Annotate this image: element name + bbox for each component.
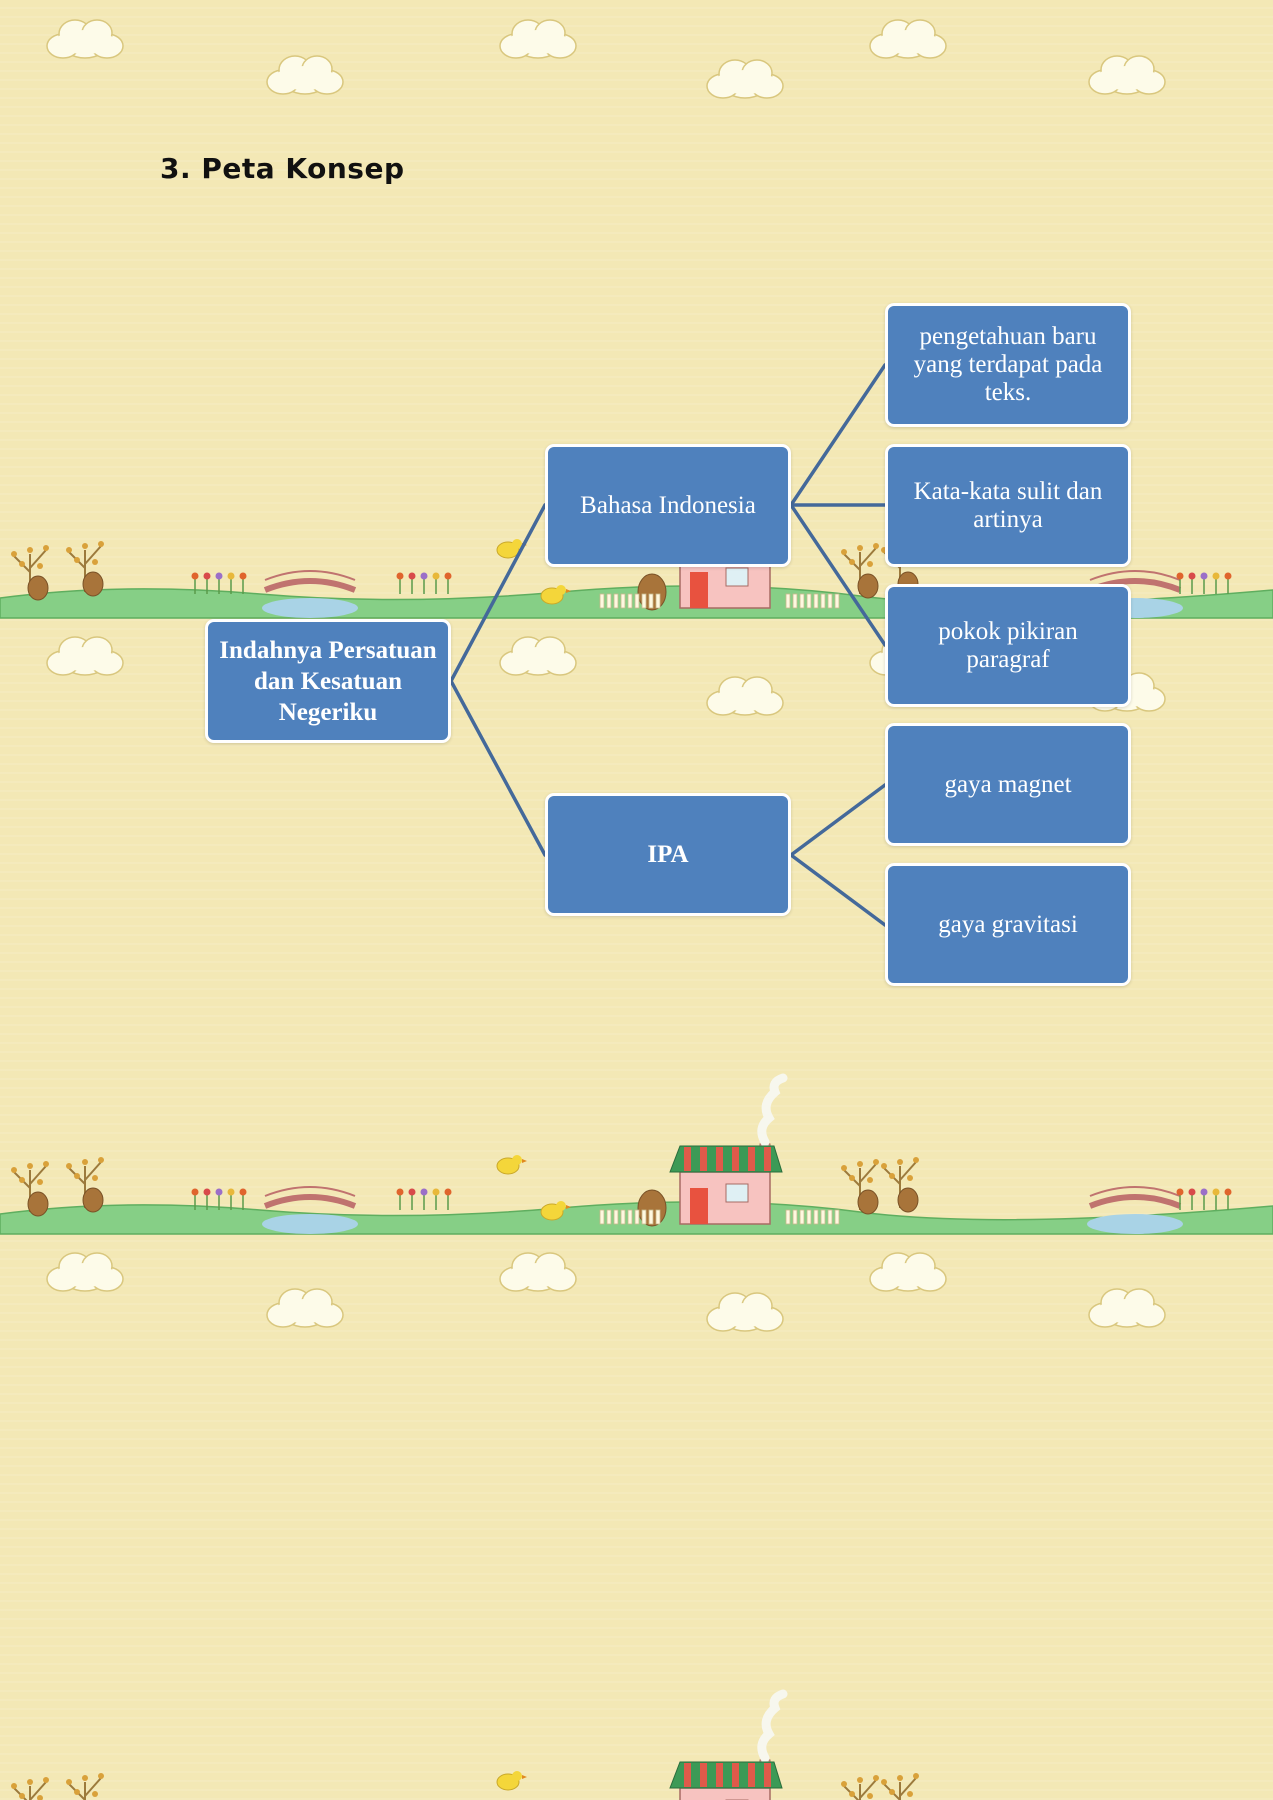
cloud-icon <box>46 636 124 676</box>
leaf-node-gaya-magnet: gaya magnet <box>885 723 1131 846</box>
tree-icon <box>11 1161 49 1217</box>
tree-icon <box>11 545 49 601</box>
cloud-icon <box>706 59 784 99</box>
cloud-icon <box>499 19 577 59</box>
tree-icon <box>881 1157 919 1213</box>
tree-icon <box>881 1773 919 1800</box>
bridge-icon <box>262 570 358 618</box>
bird-icon <box>496 1771 527 1791</box>
cloud-icon <box>869 19 947 59</box>
cloud-icon <box>706 676 784 716</box>
leaf-node-gaya-gravitasi: gaya gravitasi <box>885 863 1131 986</box>
branch-node-ipa: IPA <box>545 793 791 916</box>
cloud-icon <box>499 636 577 676</box>
cloud-icon <box>46 1252 124 1292</box>
tree-icon <box>841 1775 879 1800</box>
leaf-node-pokok-pikiran: pokok pikiran paragraf <box>885 584 1131 707</box>
cloud-icon <box>266 1288 344 1328</box>
house-icon <box>599 1073 840 1227</box>
tree-icon <box>66 1157 104 1213</box>
cloud-icon <box>46 19 124 59</box>
connector-root-ipa <box>449 679 547 857</box>
connector-ipa-magnet <box>789 783 887 857</box>
cloud-icon <box>499 1252 577 1292</box>
connector-bahasa-pengetahuan <box>789 363 887 507</box>
leaf-node-kata-kata-sulit: Kata-kata sulit dan artinya <box>885 444 1131 567</box>
root-node: Indahnya Persatuan dan Kesatuan Negeriku <box>205 619 451 743</box>
bird-icon <box>496 1155 527 1175</box>
bird-icon <box>540 1201 571 1221</box>
cloud-icon <box>1088 1288 1166 1328</box>
tree-icon <box>66 1773 104 1800</box>
tree-icon <box>841 543 879 599</box>
connector-root-bahasa <box>449 503 547 683</box>
cloud-icon <box>266 55 344 95</box>
tree-icon <box>11 1777 49 1800</box>
cloud-icon <box>869 1252 947 1292</box>
connector-bahasa-pokok <box>789 503 887 647</box>
cloud-icon <box>706 1292 784 1332</box>
page-title: 3. Peta Konsep <box>160 152 405 185</box>
branch-node-bahasa-indonesia: Bahasa Indonesia <box>545 444 791 567</box>
bridge-icon <box>262 1186 358 1234</box>
cloud-icon <box>1088 55 1166 95</box>
tree-icon <box>841 1159 879 1215</box>
tree-icon <box>66 541 104 597</box>
house-icon <box>669 1689 788 1800</box>
leaf-node-pengetahuan-baru: pengetahuan baru yang terdapat pada teks… <box>885 303 1131 427</box>
connector-ipa-gravitasi <box>789 853 887 927</box>
bird-icon <box>540 585 571 605</box>
bridge-icon <box>1087 1186 1183 1234</box>
